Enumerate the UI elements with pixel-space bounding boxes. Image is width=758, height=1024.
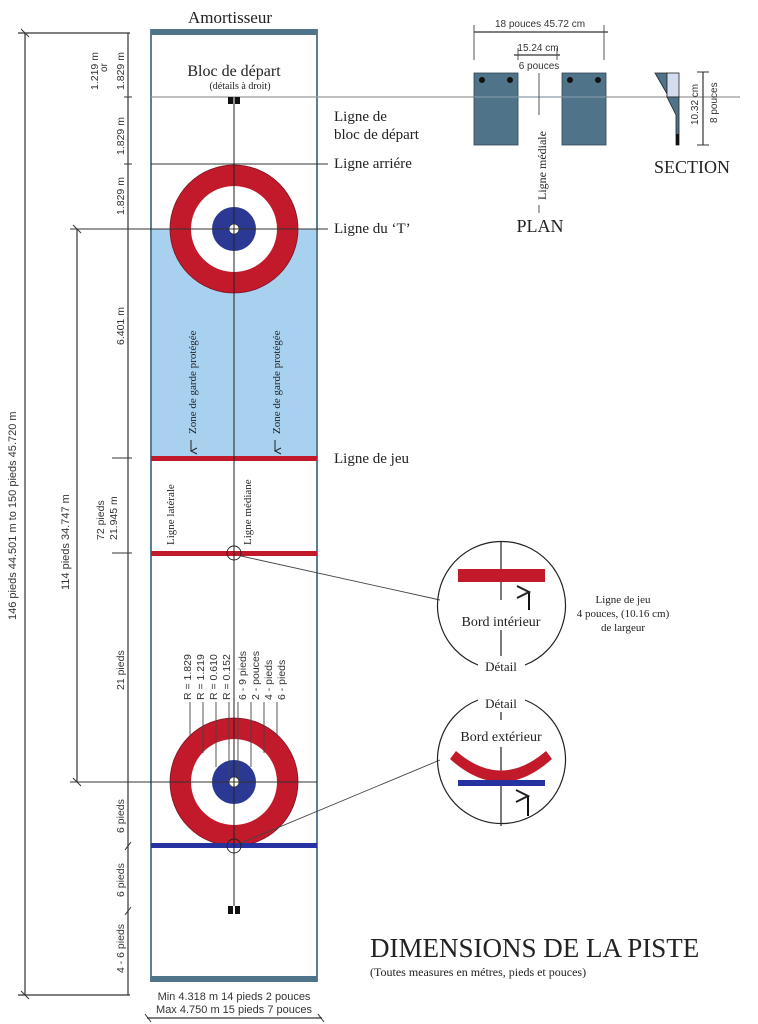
line-labels: Ligne de bloc de départ Ligne arriére Li…: [334, 109, 420, 467]
detail-outer-caption: Détail: [485, 696, 517, 711]
back-line-label: Ligne arriére: [334, 156, 412, 172]
bumper-top: [151, 29, 317, 35]
detail-hog-line: [458, 569, 545, 582]
hack-overall-width: 18 pouces 45.72 cm: [495, 19, 585, 30]
hack-top-left: [228, 97, 233, 104]
bumper-label: Amortisseur: [188, 8, 272, 27]
house-top: [169, 164, 299, 294]
detail-back-line: [458, 780, 545, 786]
detail-marker-outer: [226, 838, 242, 854]
dim-tee-to-tee: 114 pieds 34.747 m: [60, 494, 72, 590]
width-min: Min 4.318 m 14 pieds 2 pouces: [158, 991, 311, 1003]
radius-label: 2 - pouces: [250, 651, 262, 700]
detail-leader-inner: [240, 555, 441, 601]
hack-sublabel: (détails à droit): [209, 81, 270, 92]
radius-label: 4 - pieds: [263, 660, 275, 700]
hack-gap-cm: 15.24 cm: [517, 43, 558, 54]
hack-top-right: [235, 97, 240, 104]
hack-block-left: [473, 72, 519, 146]
guard-zone-label-right: Zone de garde protégée: [271, 330, 283, 434]
hack-gap-in: 6 pouces: [519, 61, 560, 72]
dim-total: 146 pieds 44.501 m to 150 pieds 45.720 m: [7, 411, 19, 620]
detail-house-arc: [450, 751, 552, 782]
center-line-label: Ligne médiane: [242, 479, 254, 545]
dim-seg-top-or: or: [99, 62, 110, 72]
radius-label: R = 1.219: [195, 654, 207, 700]
bumper-bottom: [151, 976, 317, 982]
section-height-in: 8 pouces: [709, 82, 720, 123]
rink-sheet: Bloc de départ (détails à droit) Zone de…: [70, 29, 740, 1023]
radius-label: 6 - pieds: [276, 660, 288, 700]
tee-line-label: Ligne du ‘T’: [334, 221, 411, 237]
hack-line-label-2: bloc de départ: [334, 127, 420, 143]
dim-hog-to-tee-ft: 21 pieds: [115, 650, 127, 690]
width-max: Max 4.750 m 15 pieds 7 pouces: [156, 1004, 312, 1016]
dim-seg-top-2: 1.829 m: [115, 52, 127, 90]
radius-label: R = 0.152: [221, 654, 233, 700]
dim-seg-top-1: 1.219 m: [89, 52, 101, 90]
detail-outer-label: Bord extérieur: [460, 730, 542, 745]
side-line-label: Ligne latérale: [165, 484, 177, 545]
dimension-lines: 146 pieds 44.501 m to 150 pieds 45.720 m…: [7, 28, 132, 1000]
hog-note-2: 4 pouces, (10.16 cm): [577, 608, 670, 620]
dim-hack-to-back: 1.829 m: [115, 117, 127, 155]
dim-tee-to-hog: 6.401 m: [115, 307, 127, 345]
detail-inner-caption: Détail: [485, 659, 517, 674]
radius-label: 6 - 9 pieds: [237, 651, 249, 700]
house-radii-labels: R = 1.829 R = 1.219 R = 0.610 R = 0.152 …: [182, 651, 288, 779]
hack-section-detail: 10.32 cm 8 pouces SECTION: [654, 71, 730, 177]
guard-zone-label-left: Zone de garde protégée: [187, 330, 199, 434]
dim-tee-to-back-ft: 6 pieds: [115, 799, 127, 833]
dim-hog-to-hog-ft: 72 pieds: [95, 500, 107, 540]
radius-label: R = 0.610: [208, 654, 220, 700]
radius-label: R = 1.829: [182, 654, 194, 700]
hack-center-line-label: Ligne médiale: [535, 131, 549, 200]
hack-bottom-right: [235, 906, 240, 914]
dim-hack-to-end-ft: 4 - 6 pieds: [115, 924, 127, 973]
detail-marker-inner: [226, 545, 242, 561]
hack-bottom-left: [228, 906, 233, 914]
hack-label: Bloc de départ: [187, 63, 281, 80]
dim-back-to-tee: 1.829 m: [115, 177, 127, 215]
section-height-cm: 10.32 cm: [690, 84, 701, 125]
dim-back-to-hack-ft: 6 pieds: [115, 863, 127, 897]
detail-leader-outer: [240, 759, 441, 844]
detail-inner-label: Bord intérieur: [462, 615, 541, 630]
detail-inner-edge: Bord intérieur Détail Ligne de jeu 4 pou…: [436, 540, 670, 674]
hack-line-label-1: Ligne de: [334, 109, 387, 125]
page-subtitle: (Toutes measures en métres, pieds et pou…: [370, 965, 586, 979]
hog-line-label: Ligne de jeu: [334, 451, 409, 467]
hack-plan-detail: 18 pouces 45.72 cm 15.24 cm 6 pouces Lig…: [473, 19, 608, 236]
detail-outer-edge: Détail Bord extérieur: [436, 696, 567, 826]
dim-hog-to-hog-m: 21.945 m: [108, 496, 120, 540]
hog-note-3: de largeur: [601, 622, 645, 634]
plan-label: PLAN: [516, 216, 563, 236]
section-label: SECTION: [654, 157, 730, 177]
hog-note-1: Ligne de jeu: [596, 594, 651, 606]
hack-block-right: [561, 72, 607, 146]
page-title: DIMENSIONS DE LA PISTE: [370, 933, 699, 963]
